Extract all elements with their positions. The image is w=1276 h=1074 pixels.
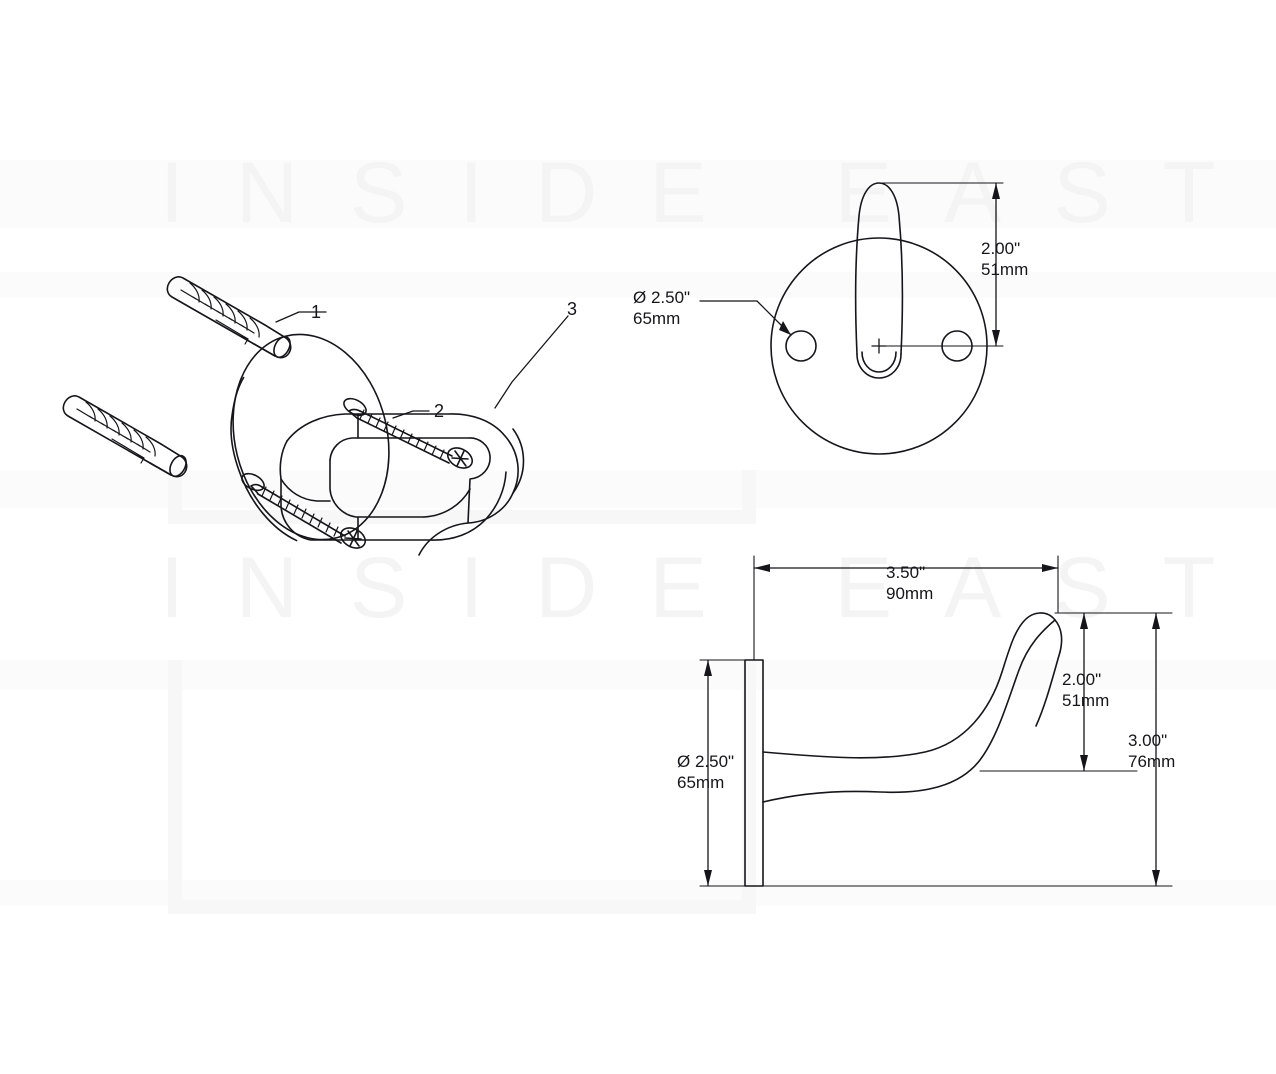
front-dim-diameter-imperial: Ø 2.50": [633, 288, 691, 307]
side-hook-tip: [1054, 619, 1063, 653]
leader-1: [275, 311, 327, 323]
balloon-3: 3: [567, 299, 578, 319]
screw-upper-iso: [348, 408, 474, 469]
leader-3: [494, 315, 569, 409]
side-hook-lower: [762, 619, 1056, 803]
balloon-2: 2: [434, 401, 445, 421]
front-dim-diameter-metric: 65mm: [633, 309, 681, 328]
balloon-1: 1: [311, 302, 322, 322]
front-hole-left: [785, 330, 817, 362]
side-dim-hook-rise-metric: 51mm: [1062, 691, 1110, 710]
front-hook-shaft: [854, 182, 904, 355]
side-dim-hook-rise-imperial: 2.00": [1062, 670, 1102, 689]
front-elevation-view: [770, 182, 1004, 455]
side-backplate: [744, 659, 764, 887]
front-dim-height-metric: 51mm: [981, 260, 1029, 279]
side-dim-overall-height: [762, 612, 1173, 887]
front-hook-collar-inner: [861, 351, 897, 373]
side-elevation-view: [744, 612, 1063, 887]
side-dim-plate-diameter-imperial: Ø 2.50": [677, 752, 735, 771]
side-dim-hook-rise: [979, 612, 1138, 772]
side-hook-tip-inner: [1035, 651, 1061, 727]
side-dim-overall-height-metric: 76mm: [1128, 752, 1176, 771]
side-hook-upper: [762, 612, 1056, 759]
wall-anchor-lower-iso: [62, 395, 188, 478]
side-dim-overall-height-imperial: 3.00": [1128, 731, 1168, 750]
leader-2: [392, 410, 430, 419]
front-hook-collar: [856, 353, 902, 379]
wall-anchor-upper-iso: [166, 276, 292, 359]
side-dim-plate-diameter-metric: 65mm: [677, 773, 725, 792]
balloon-leaders: [275, 311, 569, 419]
side-dim-projection-metric: 90mm: [886, 584, 934, 603]
front-dim-height-imperial: 2.00": [981, 239, 1021, 258]
front-dim-diameter-leader: [699, 300, 792, 336]
screw-lower-iso: [250, 483, 367, 549]
side-dim-projection: [753, 555, 1059, 661]
side-dim-projection-imperial: 3.50": [886, 563, 926, 582]
